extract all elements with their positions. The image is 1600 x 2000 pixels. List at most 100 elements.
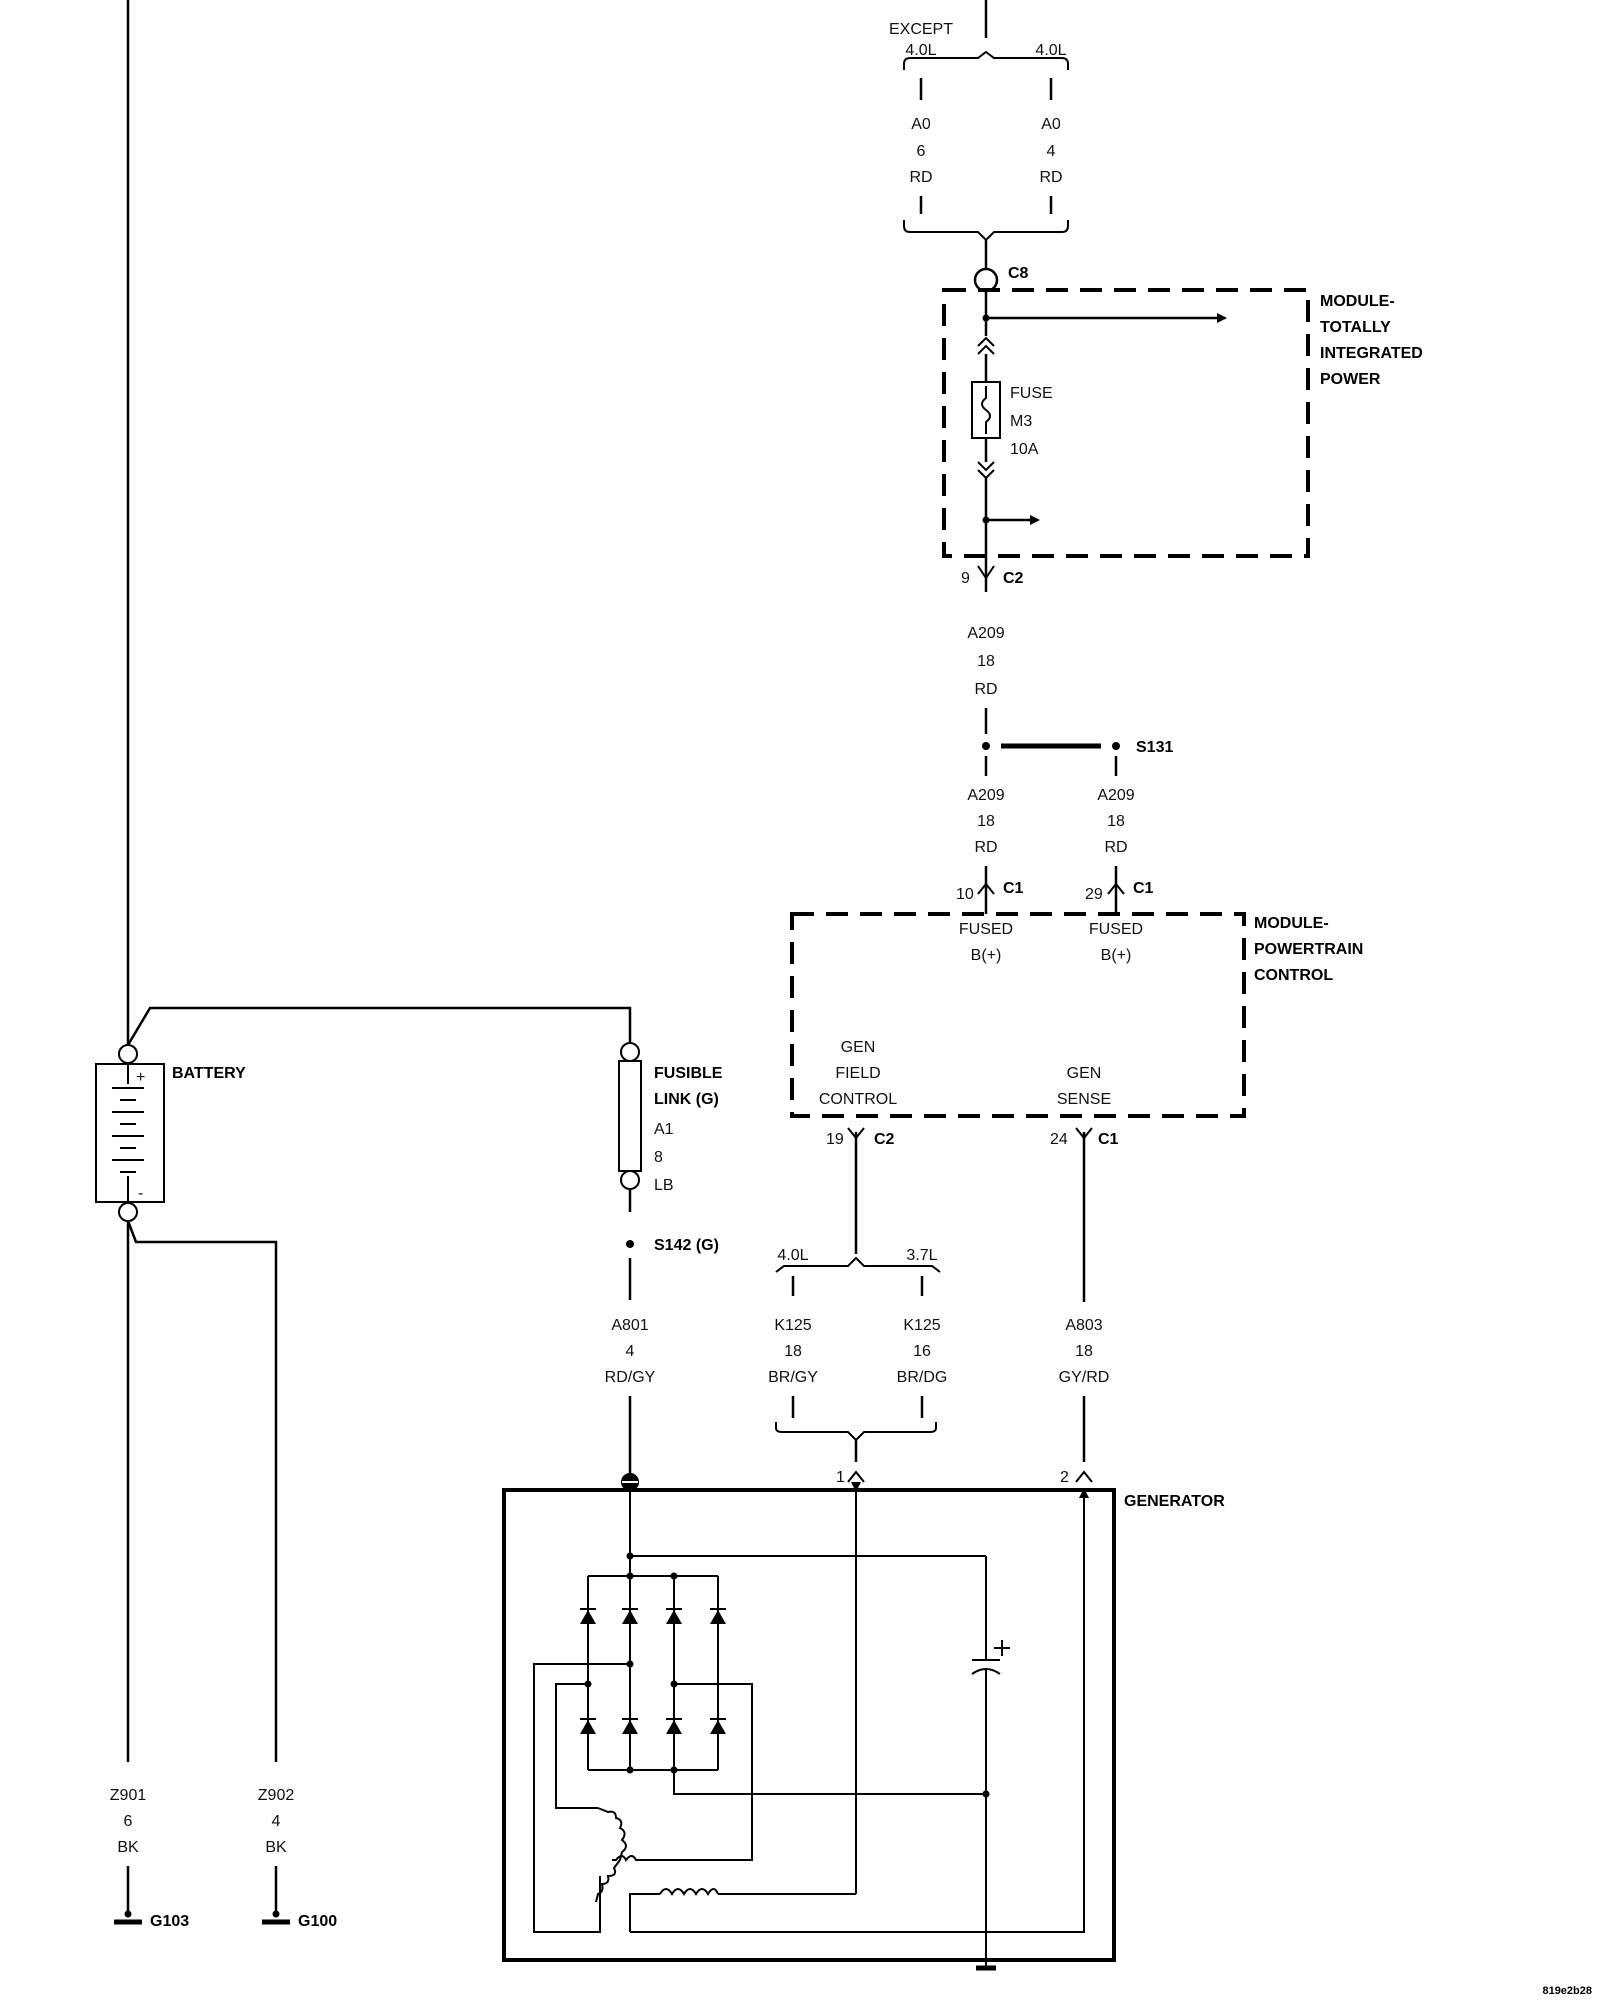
wire-a803-color: GY/RD xyxy=(1059,1369,1110,1386)
tipm-label-4: POWER xyxy=(1320,371,1381,388)
connector-c2-bottom-pin: 19 xyxy=(826,1131,844,1148)
branch-label-left: 4.0L xyxy=(905,42,936,59)
wire-a209-main: A209 18 RD xyxy=(967,625,1005,734)
connector-c1-a-pin: 10 xyxy=(956,886,974,903)
fusible-link-circuit: A1 xyxy=(654,1121,674,1138)
wire-a0-right-circuit: A0 xyxy=(1041,116,1061,133)
wire-z901-gauge: 6 xyxy=(124,1813,133,1830)
tipm-label-3: INTEGRATED xyxy=(1320,345,1423,362)
stator-winding-icon xyxy=(595,1807,648,1903)
connector-c1-b-pin: 29 xyxy=(1085,886,1103,903)
fuse-label: FUSE xyxy=(1010,385,1053,402)
wire-z902-gauge: 4 xyxy=(272,1813,281,1830)
wire-a0-left-color: RD xyxy=(909,169,932,186)
except-label: EXCEPT xyxy=(889,21,953,38)
wire-a209-branches: A209 18 RD A209 18 RD 10 C1 29 C1 xyxy=(956,787,1154,914)
wire-a209-right-gauge: 18 xyxy=(1107,813,1125,830)
wire-a0-left-gauge: 6 xyxy=(917,143,926,160)
capacitor-icon xyxy=(971,1556,1010,1966)
fusible-link-gauge: 8 xyxy=(654,1149,663,1166)
wire-z902-color: BK xyxy=(265,1839,287,1856)
pcm-fused-left-2: B(+) xyxy=(971,947,1002,964)
generator-label: GENERATOR xyxy=(1124,1493,1225,1510)
connector-c2-top: 9 C2 xyxy=(961,556,1024,592)
splice-s142: S142 (G) xyxy=(626,1237,719,1300)
except-bottom-bracket xyxy=(903,220,1069,242)
splice-s131: S131 xyxy=(982,739,1173,776)
wire-z901-circuit: Z901 xyxy=(110,1787,147,1804)
wire-a209-main-color: RD xyxy=(974,681,997,698)
wire-k125-left-gauge: 18 xyxy=(784,1343,802,1360)
wire-a0-right-color: RD xyxy=(1039,169,1062,186)
battery-feed-wire xyxy=(126,0,988,1045)
connector-c2-bottom-name: C2 xyxy=(874,1131,895,1148)
pcm-gen-field-1: GEN xyxy=(841,1039,876,1056)
wire-k125-left-circuit: K125 xyxy=(774,1317,811,1334)
engine-branch-right: 3.7L xyxy=(906,1247,937,1264)
pcm-module: MODULE- POWERTRAIN CONTROL FUSED B(+) FU… xyxy=(790,912,1363,1118)
figure-id: 819e2b28 xyxy=(1542,1985,1592,1997)
pcm-lower-connectors: 19 C2 24 C1 xyxy=(826,1127,1119,1302)
ground-g103: G103 xyxy=(114,1910,189,1930)
connector-c2-top-pin: 9 xyxy=(961,570,970,587)
pcm-gen-field-3: CONTROL xyxy=(819,1091,897,1108)
tipm-label-1: MODULE- xyxy=(1320,293,1395,310)
wire-k125-right-color: BR/DG xyxy=(897,1369,948,1386)
generator-pin-1: 1 xyxy=(836,1469,845,1486)
wire-k125-right-circuit: K125 xyxy=(903,1317,940,1334)
connector-c1-bottom-name: C1 xyxy=(1098,1131,1119,1148)
battery-minus: - xyxy=(138,1185,143,1202)
engine-top-bracket xyxy=(775,1256,941,1273)
connector-c8-label: C8 xyxy=(1008,265,1029,282)
pcm-gen-sense-1: GEN xyxy=(1067,1065,1102,1082)
branch-label-right: 4.0L xyxy=(1035,42,1066,59)
battery-label: BATTERY xyxy=(172,1065,246,1082)
wire-z902-circuit: Z902 xyxy=(258,1787,295,1804)
pcm-fused-right-2: B(+) xyxy=(1101,947,1132,964)
pcm-label-1: MODULE- xyxy=(1254,915,1329,932)
connector-c1-bottom-pin: 24 xyxy=(1050,1131,1068,1148)
connector-c2-top-name: C2 xyxy=(1003,570,1024,587)
splice-s142-label: S142 (G) xyxy=(654,1237,719,1254)
wire-a0-left-circuit: A0 xyxy=(911,116,931,133)
generator-pins: 1 2 xyxy=(836,1469,1093,1486)
battery-plus: + xyxy=(136,1069,145,1086)
wire-a801-gauge: 4 xyxy=(626,1343,635,1360)
ground-g103-label: G103 xyxy=(150,1913,189,1930)
pcm-fused-left-1: FUSED xyxy=(959,921,1013,938)
pcm-label-3: CONTROL xyxy=(1254,967,1333,984)
connector-c1-b-name: C1 xyxy=(1133,880,1154,897)
pcm-gen-sense-2: SENSE xyxy=(1057,1091,1111,1108)
pcm-fused-right-1: FUSED xyxy=(1089,921,1143,938)
wire-a209-right-color: RD xyxy=(1104,839,1127,856)
fusible-link: FUSIBLE LINK (G) A1 8 LB xyxy=(618,1042,723,1212)
fusible-link-color: LB xyxy=(654,1177,674,1194)
wire-a209-left-gauge: 18 xyxy=(977,813,995,830)
wire-a803-gauge: 18 xyxy=(1075,1343,1093,1360)
pcm-label-2: POWERTRAIN xyxy=(1254,941,1363,958)
wire-a0-right-gauge: 4 xyxy=(1047,143,1056,160)
wire-a803: A803 18 GY/RD xyxy=(1059,1317,1110,1462)
engine-branch: 4.0L 3.7L K125 18 BR/GY K125 16 BR/DG xyxy=(768,1247,947,1462)
engine-branch-left: 4.0L xyxy=(777,1247,808,1264)
wire-a209-main-gauge: 18 xyxy=(977,653,995,670)
wire-a209-left-color: RD xyxy=(974,839,997,856)
pcm-gen-field-2: FIELD xyxy=(835,1065,880,1082)
tipm-label-2: TOTALLY xyxy=(1320,319,1391,336)
rectifier-bridge xyxy=(580,1576,726,1774)
tipm-module: MODULE- TOTALLY INTEGRATED POWER FUSE M3… xyxy=(942,288,1423,558)
ground-wires: Z901 6 BK Z902 4 BK xyxy=(110,1220,295,1912)
wire-a801-circuit: A801 xyxy=(611,1317,648,1334)
except-top-bracket xyxy=(903,50,1069,70)
fusible-link-line2: LINK (G) xyxy=(654,1091,719,1108)
connector-c8: C8 xyxy=(973,265,1029,293)
wire-z901-color: BK xyxy=(117,1839,139,1856)
engine-bottom-bracket xyxy=(775,1422,937,1442)
fuse-id: M3 xyxy=(1010,413,1032,430)
wire-a801-color: RD/GY xyxy=(605,1369,656,1386)
generator: GENERATOR xyxy=(502,1473,1225,1971)
fuse-rating: 10A xyxy=(1010,441,1039,458)
ground-g100-label: G100 xyxy=(298,1913,337,1930)
fusible-link-line1: FUSIBLE xyxy=(654,1065,723,1082)
battery: + - BATTERY xyxy=(95,1006,632,1222)
